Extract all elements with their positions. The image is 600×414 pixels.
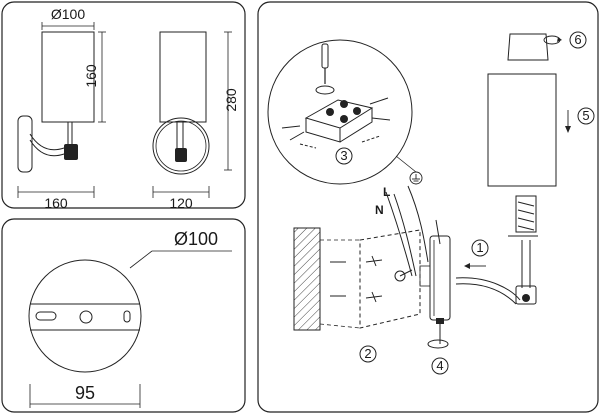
front-view <box>17 22 106 198</box>
live-wire-label: L <box>383 185 390 199</box>
dimensions-panel: Ø100 160 160 280 120 <box>1 1 246 211</box>
screwdriver-icon <box>321 43 329 84</box>
step-1-label: 1 <box>476 240 483 255</box>
step-2-marker <box>359 345 377 363</box>
side-view <box>152 31 232 198</box>
step-3-marker <box>335 147 353 165</box>
step-2-label: 2 <box>364 346 371 361</box>
base-hole-spacing-label: 95 <box>75 383 95 403</box>
side-height-label: 280 <box>223 88 239 112</box>
step-6-label: 6 <box>574 32 581 47</box>
ground-icon <box>409 171 423 185</box>
terminal-detail <box>267 39 417 185</box>
base-diameter-label: Ø100 <box>174 229 218 249</box>
installation-panel: L N <box>257 1 599 413</box>
wall-canopy <box>419 235 451 336</box>
down-arrow-icon <box>565 110 571 133</box>
step-4-marker <box>431 357 449 375</box>
side-width-label: 120 <box>169 195 193 211</box>
step-5-label: 5 <box>582 108 589 123</box>
base-panel <box>1 218 246 413</box>
front-diameter-label: Ø100 <box>51 6 85 22</box>
neutral-wire-label: N <box>375 203 384 217</box>
step-6-marker <box>569 31 587 49</box>
front-width-label: 160 <box>44 195 68 211</box>
step-4-label: 4 <box>436 358 443 373</box>
rotate-arrow-icon <box>543 35 562 45</box>
step-3-label: 3 <box>340 148 347 163</box>
top-cap <box>507 33 549 61</box>
lamp-shade <box>487 73 557 187</box>
wall <box>293 227 321 331</box>
step-5-marker <box>577 107 595 125</box>
front-height-label: 160 <box>83 64 99 88</box>
mounting-plate <box>319 229 421 329</box>
step-1-marker <box>471 239 489 257</box>
